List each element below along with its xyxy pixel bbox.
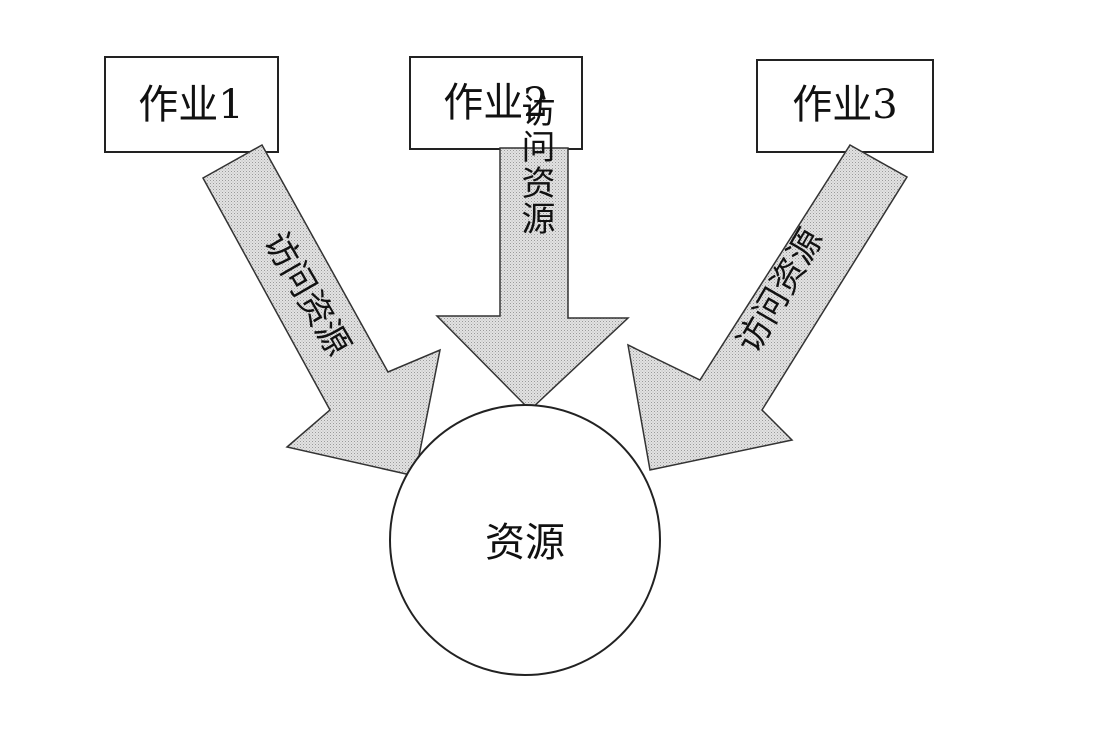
resource-circle: 资源 [389, 404, 661, 676]
arrow-3: 访问资源 [627, 143, 909, 471]
arrow-2: 访问资源 [435, 93, 630, 412]
resource-label: 资源 [485, 520, 565, 566]
job-box-2: 作业2 [409, 56, 583, 150]
arrow-1: 访问资源 [201, 143, 442, 477]
job-label-2: 作业2 [443, 80, 548, 126]
job-label-1: 作业1 [138, 82, 243, 128]
job-label-3: 作业3 [792, 82, 897, 128]
job-box-1: 作业1 [104, 56, 279, 153]
job-box-3: 作业3 [756, 59, 934, 153]
arrow-label-2: 访问资源 [515, 93, 555, 237]
